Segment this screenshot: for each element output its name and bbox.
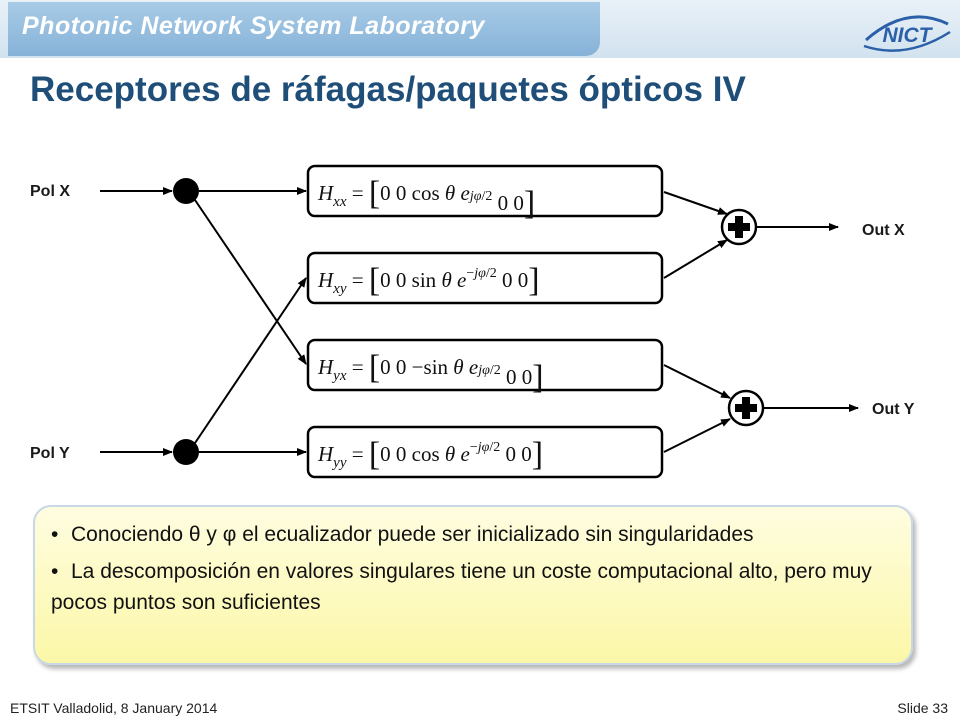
footer-venue-date: ETSIT Valladolid, 8 January 2014 [10, 700, 218, 716]
note-text-1: Conociendo θ y φ el ecualizador puede se… [71, 523, 754, 546]
filter-box-hyy [306, 425, 664, 479]
filter-box-hyx [306, 338, 664, 392]
pol-y-split-node [173, 439, 199, 465]
adder-out-y [727, 389, 765, 427]
input-label-pol-y: Pol Y [30, 445, 70, 462]
equation-text: Hxy = [0 0 sin θ e−jφ/2 0 0] [317, 262, 540, 299]
filter-equation-hxy: Hxy = [0 0 sin θ e−jφ/2 0 0] [317, 262, 540, 299]
filter-box-hxy [306, 251, 664, 305]
output-label-out-x: Out X [862, 222, 905, 239]
bullet-glyph: • [51, 523, 59, 546]
filter-equation-hyy: Hyy = [0 0 cos θ e−jφ/2 0 0] [317, 436, 543, 473]
filter-equation-hyx: Hyx = [0 0 −sin θ ejφ/2 0 0] [317, 349, 544, 396]
note-bullet-2: •La descomposición en valores singulares… [51, 556, 895, 618]
adder-out-x [720, 208, 758, 246]
note-text-2: La descomposición en valores singulares … [51, 560, 872, 614]
output-label-out-y: Out Y [872, 401, 915, 418]
equation-text: Hyy = [0 0 cos θ e−jφ/2 0 0] [317, 436, 543, 473]
hxy-to-adder-x [663, 239, 728, 279]
lab-name: Photonic Network System Laboratory [22, 12, 485, 40]
equation-text: Hxx = [0 0 cos θ ejφ/2 0 0] [317, 175, 535, 222]
branch-x-to-hyx [194, 199, 307, 365]
footer-slide-number: Slide 33 [897, 700, 948, 716]
branch-y-to-hxy [194, 277, 307, 444]
note-bullet-1: • Conociendo θ y φ el ecualizador puede s… [51, 519, 895, 550]
slide-title: Receptores de ráfagas/paquetes ópticos I… [30, 70, 746, 109]
filter-box-hxx [306, 164, 664, 218]
hyx-to-adder-y [663, 364, 731, 399]
pol-x-split-node [173, 178, 199, 204]
lab-title-tab [8, 2, 600, 56]
filter-equation-hxx: Hxx = [0 0 cos θ ejφ/2 0 0] [317, 175, 535, 222]
input-label-pol-x: Pol X [30, 183, 70, 200]
notes-box: • Conociendo θ y φ el ecualizador puede s… [33, 505, 913, 665]
nict-logo: NICT [863, 15, 951, 52]
hxx-to-adder-x [663, 191, 728, 215]
bullet-glyph: • [51, 560, 59, 583]
logo-text: NICT [883, 24, 934, 47]
hyy-to-adder-y [663, 418, 731, 453]
equation-text: Hyx = [0 0 −sin θ ejφ/2 0 0] [317, 349, 544, 396]
